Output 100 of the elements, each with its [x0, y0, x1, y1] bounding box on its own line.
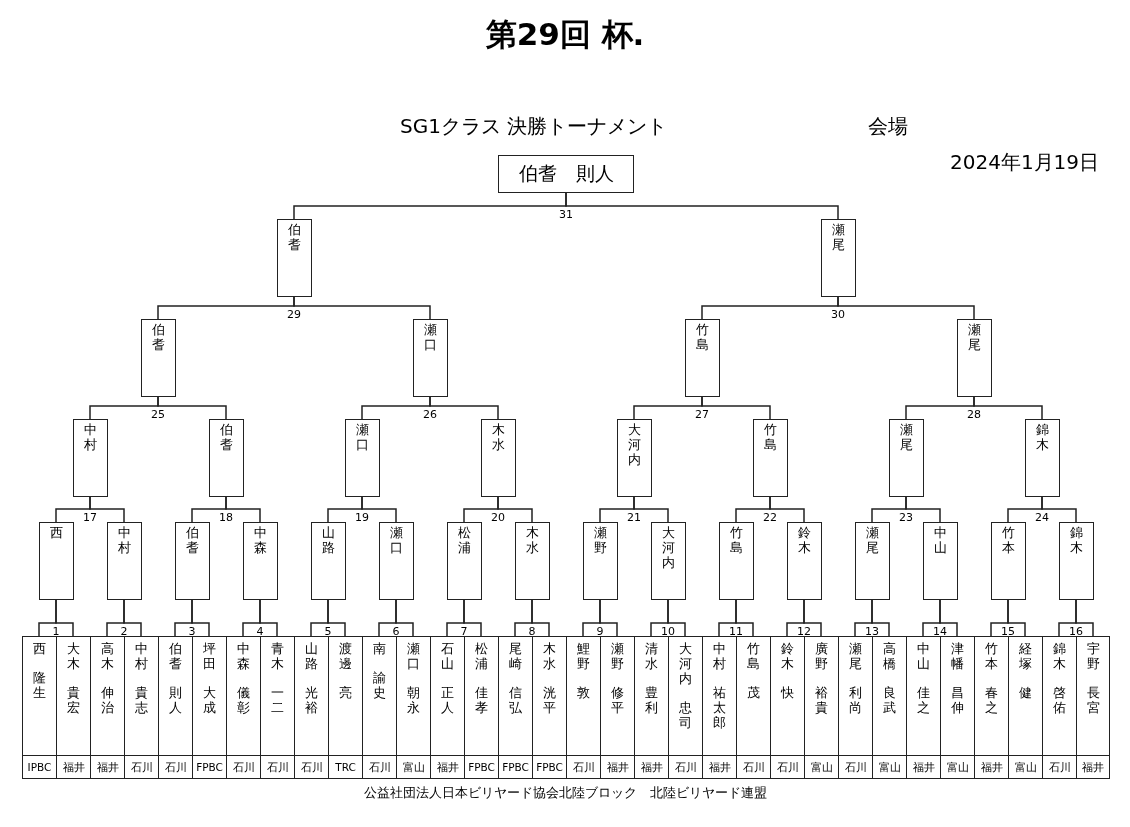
winner-box	[651, 522, 686, 600]
match-number: 18	[219, 511, 233, 524]
player-surname: 錦木	[1035, 423, 1050, 453]
player-entry	[1076, 636, 1110, 779]
player-surname: 伯耆	[151, 323, 166, 353]
winner-box	[39, 522, 74, 600]
player-given-name: 豊利	[644, 685, 659, 716]
match-number: 23	[899, 511, 913, 524]
player-surname: 瀬口	[423, 323, 438, 353]
affiliation-text: 福井	[1077, 755, 1109, 778]
player-surname: 渡邊	[338, 642, 353, 672]
player-entry	[668, 636, 702, 779]
match-number: 11	[729, 625, 743, 638]
player-entry	[634, 636, 668, 779]
player-surname: 鈴木	[797, 526, 812, 556]
player-surname: 瀬口	[355, 423, 370, 453]
player-surname: 木水	[525, 526, 540, 556]
player-surname: 木水	[542, 642, 557, 672]
player-given-name: 長宮	[1086, 685, 1100, 716]
player-surname: 瀬口	[389, 526, 404, 556]
player-given-name: 啓佑	[1052, 685, 1067, 716]
match-number: 21	[627, 511, 641, 524]
bracket-line	[735, 599, 754, 637]
player-given-name: 春之	[984, 685, 999, 716]
player-surname: 津幡	[950, 642, 965, 672]
bracket-line	[55, 599, 74, 637]
bracket-line	[225, 496, 261, 523]
winner-box	[957, 319, 992, 397]
player-given-name: 利尚	[848, 685, 863, 716]
player-surname: 中森	[236, 642, 251, 672]
player-surname: 瀬口	[406, 642, 421, 672]
bracket-line	[871, 599, 890, 637]
title: 第29回 杯.	[484, 15, 646, 54]
player-given-name: 朝永	[406, 685, 421, 716]
player-surname: 大木	[66, 642, 81, 672]
winner-box	[481, 419, 516, 497]
match-number: 9	[596, 625, 604, 638]
winner-box	[1025, 419, 1060, 497]
bracket-line	[599, 599, 618, 637]
winner-box	[685, 319, 720, 397]
match-number: 10	[661, 625, 675, 638]
player-surname: 南	[372, 642, 387, 657]
player-given-name: 忠司	[678, 700, 693, 731]
player-surname: 西	[49, 526, 64, 541]
player-surname: 瀬野	[610, 642, 625, 672]
bracket-line	[429, 396, 499, 420]
bracket-line	[803, 599, 822, 637]
player-surname: 松浦	[457, 526, 472, 556]
player-surname: 大河内	[627, 423, 642, 468]
bracket-line	[259, 599, 278, 637]
player-given-name: 一二	[270, 685, 285, 716]
player-surname: 高橋	[882, 642, 897, 672]
player-given-name: 貴志	[134, 685, 149, 716]
winner-box	[753, 419, 788, 497]
player-given-name: 健	[1018, 685, 1033, 701]
player-entry	[736, 636, 770, 779]
player-entry	[260, 636, 294, 779]
player-entry	[56, 636, 90, 779]
date-text: 2024年1月19日	[950, 149, 1100, 176]
subtitle: SG1クラス 決勝トーナメント	[400, 113, 668, 140]
bracket-line	[293, 296, 431, 320]
player-surname: 清水	[644, 642, 659, 672]
player-surname: 竹本	[1001, 526, 1016, 556]
match-number: 24	[1035, 511, 1049, 524]
player-surname: 廣野	[814, 642, 829, 672]
player-surname: 鈴木	[780, 642, 795, 672]
player-given-name: 諭史	[372, 670, 387, 701]
player-surname: 山路	[304, 642, 319, 672]
player-surname: 青木	[270, 642, 285, 672]
winner-box	[719, 522, 754, 600]
winner-box	[583, 522, 618, 600]
match-number: 31	[559, 208, 573, 221]
player-entry	[328, 636, 362, 779]
match-number: 8	[528, 625, 536, 638]
player-surname: 瀬野	[593, 526, 608, 556]
winner-box	[209, 419, 244, 497]
winner-box	[413, 319, 448, 397]
winner-box	[923, 522, 958, 600]
player-surname: 坪田	[202, 642, 217, 672]
bracket-line	[531, 599, 550, 637]
player-entry	[192, 636, 226, 779]
match-number: 14	[933, 625, 947, 638]
player-given-name: 裕貴	[814, 685, 829, 716]
player-given-name: 佳之	[916, 685, 931, 716]
match-number: 4	[256, 625, 264, 638]
bracket-line	[701, 396, 771, 420]
player-entry	[872, 636, 906, 779]
player-surname: 中山	[916, 642, 931, 672]
player-surname: 木水	[491, 423, 506, 453]
player-entry	[1042, 636, 1076, 779]
winner-box	[617, 419, 652, 497]
winner-box	[345, 419, 380, 497]
bracket-line	[463, 599, 482, 637]
match-number: 16	[1069, 625, 1083, 638]
player-surname: 松浦	[474, 642, 489, 672]
player-entry	[22, 636, 56, 779]
player-surname: 錦木	[1052, 642, 1067, 672]
bracket-line	[905, 496, 941, 523]
winner-box	[889, 419, 924, 497]
player-entry	[498, 636, 532, 779]
